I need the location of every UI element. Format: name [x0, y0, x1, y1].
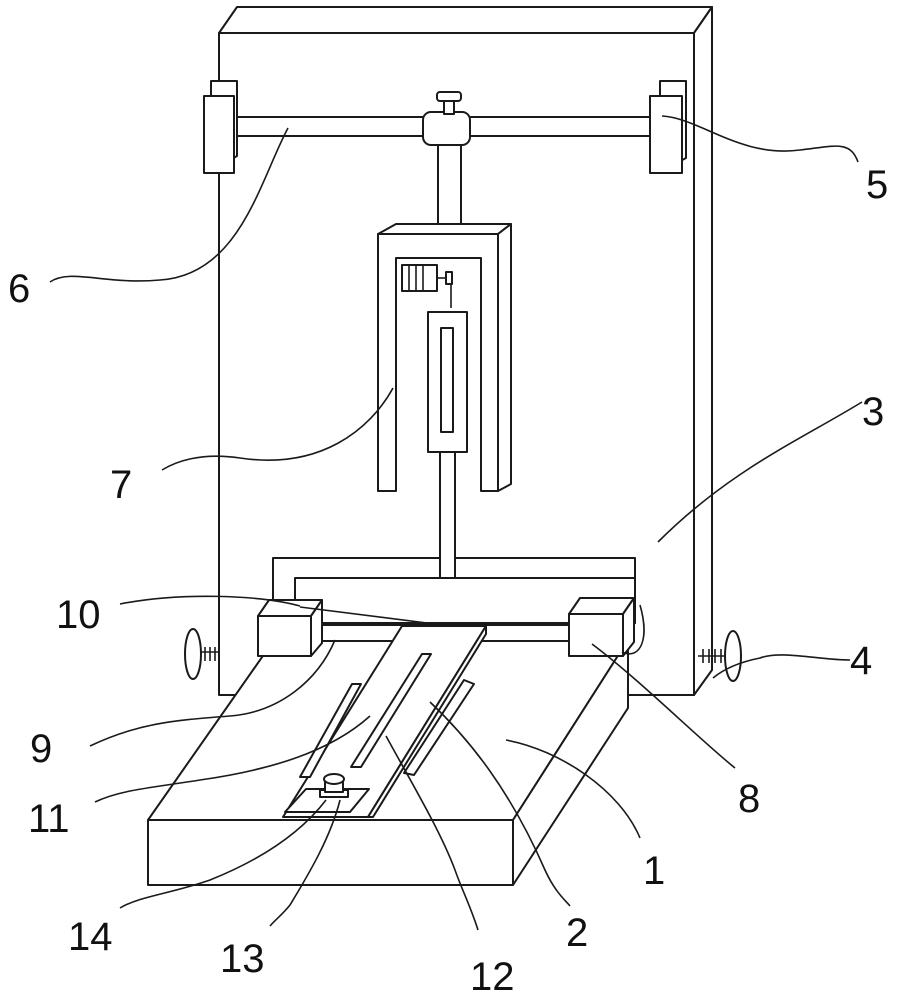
label-12: 12	[470, 955, 515, 999]
top-right-block	[649, 80, 687, 174]
left-knob	[184, 628, 219, 680]
label-9: 9	[30, 727, 52, 771]
lower-rod	[439, 451, 456, 579]
clamp-bolt	[284, 773, 370, 813]
label-8: 8	[738, 777, 760, 821]
label-6: 6	[8, 267, 30, 311]
sliding-sleeve	[422, 91, 471, 146]
label-2: 2	[566, 911, 588, 955]
label-1: 1	[643, 849, 665, 893]
leader-lines	[49, 115, 863, 931]
left-slider-block	[257, 599, 323, 657]
label-7: 7	[110, 463, 132, 507]
screw-block	[427, 311, 468, 453]
label-4: 4	[850, 639, 872, 683]
right-slider-block	[568, 597, 635, 657]
label-10: 10	[56, 593, 101, 637]
motor	[401, 264, 453, 308]
top-left-block	[203, 80, 238, 174]
label-3: 3	[862, 390, 884, 434]
motor-housing	[377, 223, 512, 492]
label-11: 11	[28, 797, 70, 841]
right-strip	[403, 679, 475, 776]
label-13: 13	[220, 937, 265, 981]
label-5: 5	[866, 163, 888, 207]
label-14: 14	[68, 915, 113, 959]
vertical-stem	[437, 144, 462, 230]
left-strip	[299, 683, 362, 778]
